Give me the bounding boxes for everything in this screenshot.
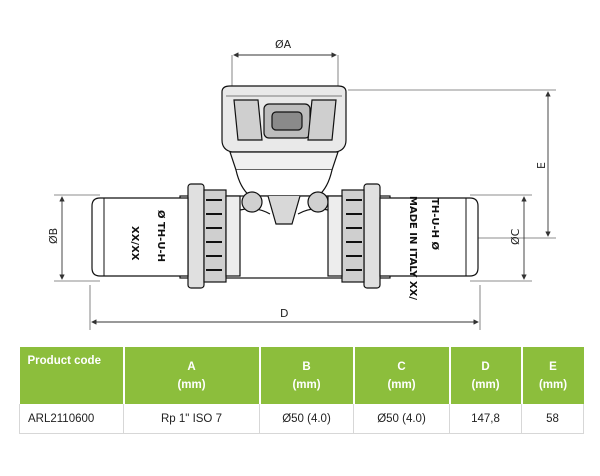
header-c: C(mm) [353,347,451,404]
label-dim-c: ØC [509,228,522,245]
label-dim-b: ØB [47,228,60,244]
cell-b: Ø50 (4.0) [259,404,354,434]
stamp-left-2: XX/XX [129,226,140,261]
dimension-a: ØA [231,38,339,88]
header-b: B(mm) [259,347,355,404]
cell-e: 58 [521,404,584,434]
technical-drawing: ØA E ØB ØC D [47,38,556,330]
header-a: A(mm) [123,347,261,404]
dimension-b: ØB [47,194,100,282]
cell-product-code: ARL2110600 [19,404,124,434]
label-dim-a: ØA [275,38,292,51]
label-dim-d: D [280,307,288,320]
stamp-left-1: Ø TH-U-H [155,210,167,262]
dimension-d: D [89,285,481,330]
table-header-row: Product code A(mm) B(mm) C(mm) D(mm) E(m… [19,347,584,404]
cell-a: Rp 1" ISO 7 [123,404,260,434]
label-dim-e: E [535,162,548,169]
cell-c: Ø50 (4.0) [353,404,450,434]
tee-fitting [91,85,479,289]
stamp-right-1: TH-U-H Ø [429,198,441,250]
cell-d: 147,8 [449,404,522,434]
header-product-code: Product code [19,347,125,404]
header-e: E(mm) [521,347,584,404]
table-row: ARL2110600 Rp 1" ISO 7 Ø50 (4.0) Ø50 (4.… [19,404,584,434]
dimension-c: ØC [470,194,532,282]
spec-table: Product code A(mm) B(mm) C(mm) D(mm) E(m… [19,347,584,434]
stamp-right-2: MADE IN ITALY XX/ [407,196,418,300]
header-d: D(mm) [449,347,523,404]
